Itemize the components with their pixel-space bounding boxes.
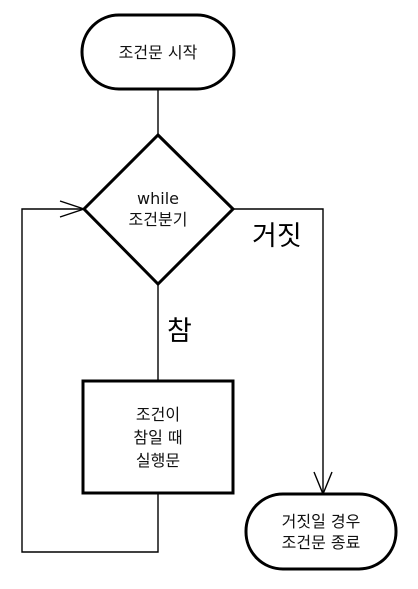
decision-label-line2: 조건분기 <box>129 210 188 229</box>
end-label-line2: 조건문 종료 <box>282 533 361 552</box>
end-node: 거짓일 경우 조건문 종료 <box>244 492 398 571</box>
edge-decision-to-end <box>233 208 324 494</box>
false-branch-label: 거짓 <box>252 221 302 252</box>
end-label-line1: 거짓일 경우 <box>282 512 361 531</box>
process-label-line1: 조건이 <box>136 405 180 424</box>
process-label-line2: 참일 때 <box>133 428 182 447</box>
process-label-line3: 실행문 <box>136 451 180 470</box>
true-branch-label: 참 <box>167 316 192 347</box>
process-node: 조건이 참일 때 실행문 <box>81 379 235 495</box>
decision-label-line1: while <box>137 189 179 208</box>
start-label: 조건문 시작 <box>119 43 198 62</box>
decision-node: while 조건분기 <box>81 132 236 287</box>
edge-loop-back <box>21 208 159 553</box>
start-node: 조건문 시작 <box>80 13 236 91</box>
